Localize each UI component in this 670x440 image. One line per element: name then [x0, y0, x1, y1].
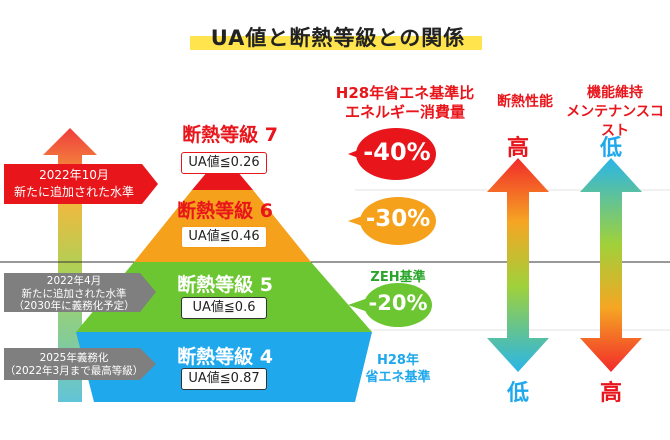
side-label-2022-10-shape — [4, 164, 158, 204]
grade-6-name-text: 断熱等級 6 — [177, 200, 273, 222]
energy-bubble-2-body — [360, 197, 436, 245]
side-label-2022-04-line2: 新たに追加された水準 — [21, 287, 127, 300]
h28-note-line1: H28年 — [377, 353, 419, 368]
side-label-2022-04-shape — [4, 273, 156, 312]
energy-value-grade-5: -20% — [368, 291, 428, 315]
energy-value-grade-6: -30% — [365, 206, 431, 232]
maintenance-arrow — [580, 158, 642, 372]
energy-value-grade-7: -40% — [363, 138, 431, 166]
side-label-2022-10-line1: 2022年10月 — [39, 168, 109, 182]
h28-note-line2: 省エネ基準 — [365, 370, 431, 385]
grade-5-name: 断熱等級 5 — [177, 274, 273, 296]
side-label-2022-10-line2: 新たに追加された水準 — [13, 185, 134, 199]
grade-4-name: 断熱等級 4 — [177, 346, 273, 368]
insulation-bottom-label: 低 — [506, 381, 529, 406]
grade-7-name-text: 断熱等級 7 — [182, 124, 278, 146]
left-gradient-arrow — [43, 128, 97, 402]
energy-bubble-3-body — [364, 283, 432, 327]
pyramid-tier-7 — [192, 165, 253, 190]
maintenance-bottom-label: 高 — [599, 381, 622, 406]
energy-header-line2: エネルギー消費量 — [344, 103, 465, 121]
side-label-2025-line1: 2025年義務化 — [39, 352, 109, 364]
grade-4-ua: UA値≦0.87 — [181, 368, 267, 390]
side-label-2022-10: 2022年10月 新たに追加された水準 — [4, 167, 144, 201]
side-label-2025-shape — [4, 348, 156, 380]
insulation-top-label: 高 — [506, 136, 529, 161]
grade-7-ua: UA値≦0.26 — [181, 152, 267, 174]
energy-header: H28年省エネ基準比 エネルギー消費量 — [325, 84, 485, 122]
zeh-note: ZEH基準 — [370, 270, 426, 285]
maintenance-header: 機能維持 メンテナンスコスト — [560, 84, 670, 141]
energy-bubble-3 — [348, 298, 368, 312]
side-label-2022-04-line3: （2030年に義務化予定） — [13, 300, 135, 312]
grade-5-ua: UA値≦0.6 — [181, 297, 267, 319]
side-label-2025: 2025年義務化 （2022年3月まで最高等級） — [4, 352, 144, 377]
grade-7-name: 断熱等級 7 — [170, 120, 290, 147]
maintenance-header-line1: 機能維持 — [587, 85, 643, 101]
grade-6-name: 断熱等級 6 — [165, 196, 285, 223]
insulation-arrow — [487, 158, 549, 372]
energy-header-line1: H28年省エネ基準比 — [335, 84, 475, 102]
side-label-2025-line2: （2022年3月まで最高等級） — [4, 364, 144, 377]
side-label-2022-04-line1: 2022年4月 — [46, 275, 102, 287]
energy-bubble-1-body — [356, 128, 436, 180]
side-label-2022-04: 2022年4月 新たに追加された水準 （2030年に義務化予定） — [4, 275, 144, 313]
h28-note: H28年 省エネ基準 — [350, 352, 446, 386]
maintenance-header-line2: メンテナンスコスト — [566, 104, 664, 139]
title-highlight — [190, 36, 482, 50]
pyramid-tier-4-fill — [92, 332, 355, 402]
grade-6-ua: UA値≦0.46 — [181, 226, 267, 248]
page-title: UA値と断熱等級との関係 — [210, 26, 466, 50]
maintenance-top-label: 低 — [599, 136, 622, 161]
insulation-header: 断熱性能 — [497, 94, 553, 110]
